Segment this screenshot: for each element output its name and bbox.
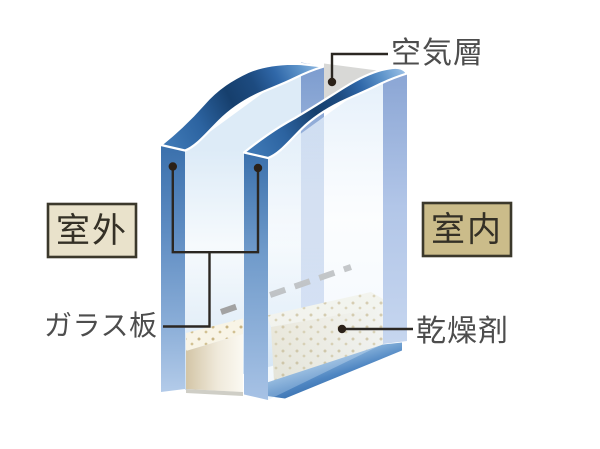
indoor-pane-back-edge xyxy=(383,71,407,344)
indoor-label: 室内 xyxy=(431,211,503,249)
outdoor-pane-front-edge xyxy=(161,145,185,392)
desiccant-label: 乾燥剤 xyxy=(416,315,509,348)
desiccant-bottom-edge xyxy=(186,389,243,396)
outdoor-label-box: 室外 xyxy=(46,202,138,259)
indoor-pane-front-edge xyxy=(244,152,268,400)
callout-connectors xyxy=(163,52,413,331)
indoor-pane-wave-top xyxy=(242,66,409,160)
callout-anchor-dots xyxy=(168,77,347,334)
indoor-glass-pane xyxy=(242,66,409,400)
desiccant-end-face xyxy=(186,334,243,392)
air-gap-top xyxy=(324,63,400,102)
glass-plate-connector xyxy=(163,166,260,328)
desiccant-anchor-dot xyxy=(337,324,347,334)
indoor-label-box: 室内 xyxy=(421,201,513,258)
glass-plate-label: ガラス板 xyxy=(44,310,157,341)
glass-plate-anchor-dot-left xyxy=(168,162,177,171)
air-layer-label: 空気層 xyxy=(391,37,484,70)
air-layer-anchor-dot xyxy=(327,77,337,87)
glass-plate-anchor-dot-right xyxy=(253,163,263,173)
air-layer-connector xyxy=(330,52,388,82)
outdoor-pane-wave-top xyxy=(159,62,326,152)
bottom-spacer-bar xyxy=(267,342,402,399)
desiccant-end-top-speckle xyxy=(186,318,243,351)
indoor-pane-face xyxy=(268,74,383,400)
outdoor-label: 室外 xyxy=(56,212,128,250)
